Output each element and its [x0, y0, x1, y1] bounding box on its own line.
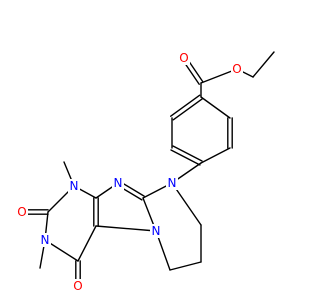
atom-label-o-c4: O: [73, 279, 82, 293]
atom-label-o-ester: O: [232, 62, 241, 76]
atom-o-c2: O: [16, 205, 28, 219]
atom-label-layer: O O N N N N N O O: [16, 51, 243, 293]
bond-ch2_ethyl-ch3_ethyl: [252, 51, 275, 78]
atom-o-carbonyl: O: [178, 51, 190, 65]
bond-c4-c5a: [77, 225, 97, 262]
bond-c5a-n_fused: [95, 225, 157, 232]
atom-label-n-imidazole: N: [114, 176, 123, 190]
bond-b4-b5: [200, 147, 231, 164]
bond-c4a-c5a: [93, 197, 99, 227]
molecule-structure-diagram: O O N N N N N O O: [16, 51, 275, 293]
atom-o-ester: O: [231, 62, 243, 76]
atom-label-n3-methyl: N: [41, 233, 50, 247]
atom-n1-methyl: N: [68, 179, 80, 193]
atom-label-o-c2: O: [17, 205, 26, 219]
atom-label-n-aryl: N: [168, 176, 177, 190]
bond-b1-b2: [170, 94, 203, 121]
bond-b5-b6: [227, 117, 233, 149]
bond-ch2_a-ch2_b: [169, 261, 202, 271]
bond-b3-b4: [170, 145, 203, 166]
atom-label-o-carbonyl: O: [179, 51, 188, 65]
bond-layer: [21, 51, 275, 287]
atom-n-fused: N: [150, 224, 162, 238]
atom-label-n-fused: N: [152, 224, 161, 238]
atom-o-c4: O: [72, 279, 84, 293]
atom-n-aryl: N: [166, 176, 178, 190]
atom-label-n1-methyl: N: [70, 179, 79, 193]
bond-b6-b1: [200, 96, 231, 119]
atom-n3-methyl: N: [39, 233, 51, 247]
atom-n-imidazole: N: [112, 176, 124, 190]
